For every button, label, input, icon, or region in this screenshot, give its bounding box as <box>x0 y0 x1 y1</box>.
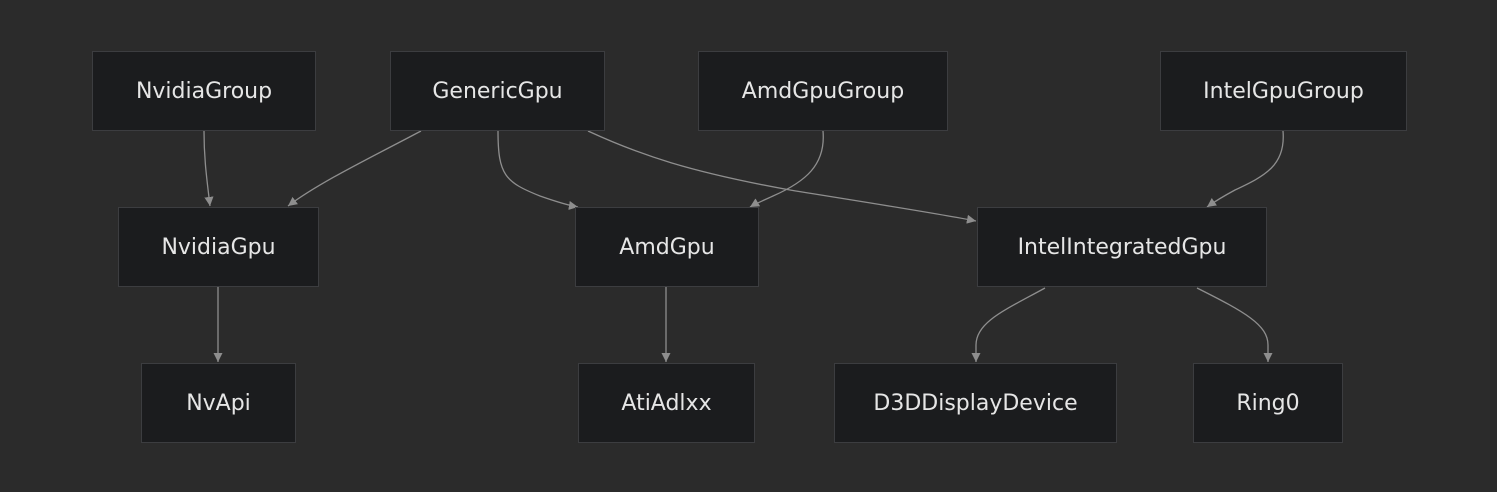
node-d3ddisplaydevice[interactable]: D3DDisplayDevice <box>834 363 1117 443</box>
edge-genericgpu-to-nvidiagpu <box>287 130 422 207</box>
node-nvidiagpu[interactable]: NvidiaGpu <box>118 207 319 287</box>
edge-genericgpu-to-intelintegratedgpu <box>587 130 977 224</box>
edge-nvidiagroup-to-nvidiagpu <box>203 130 214 207</box>
node-nvapi[interactable]: NvApi <box>141 363 296 443</box>
edge-intelgpugroup-to-intelintegratedgpu <box>1206 130 1284 208</box>
edge-intelintegratedgpu-to-d3ddisplaydevice <box>971 287 1046 362</box>
node-atiadlxx[interactable]: AtiAdlxx <box>578 363 755 443</box>
edge-amdgpugroup-to-amdgpu <box>749 130 824 208</box>
node-intelintegratedgpu[interactable]: IntelIntegratedGpu <box>977 207 1267 287</box>
node-nvidiagroup[interactable]: NvidiaGroup <box>92 51 316 131</box>
node-ring0[interactable]: Ring0 <box>1193 363 1343 443</box>
node-amdgpugroup[interactable]: AmdGpuGroup <box>698 51 948 131</box>
node-amdgpu[interactable]: AmdGpu <box>575 207 759 287</box>
node-intelgpugroup[interactable]: IntelGpuGroup <box>1160 51 1407 131</box>
edge-intelintegratedgpu-to-ring0 <box>1196 287 1273 362</box>
node-genericgpu[interactable]: GenericGpu <box>390 51 605 131</box>
edge-genericgpu-to-amdgpu <box>497 130 579 210</box>
